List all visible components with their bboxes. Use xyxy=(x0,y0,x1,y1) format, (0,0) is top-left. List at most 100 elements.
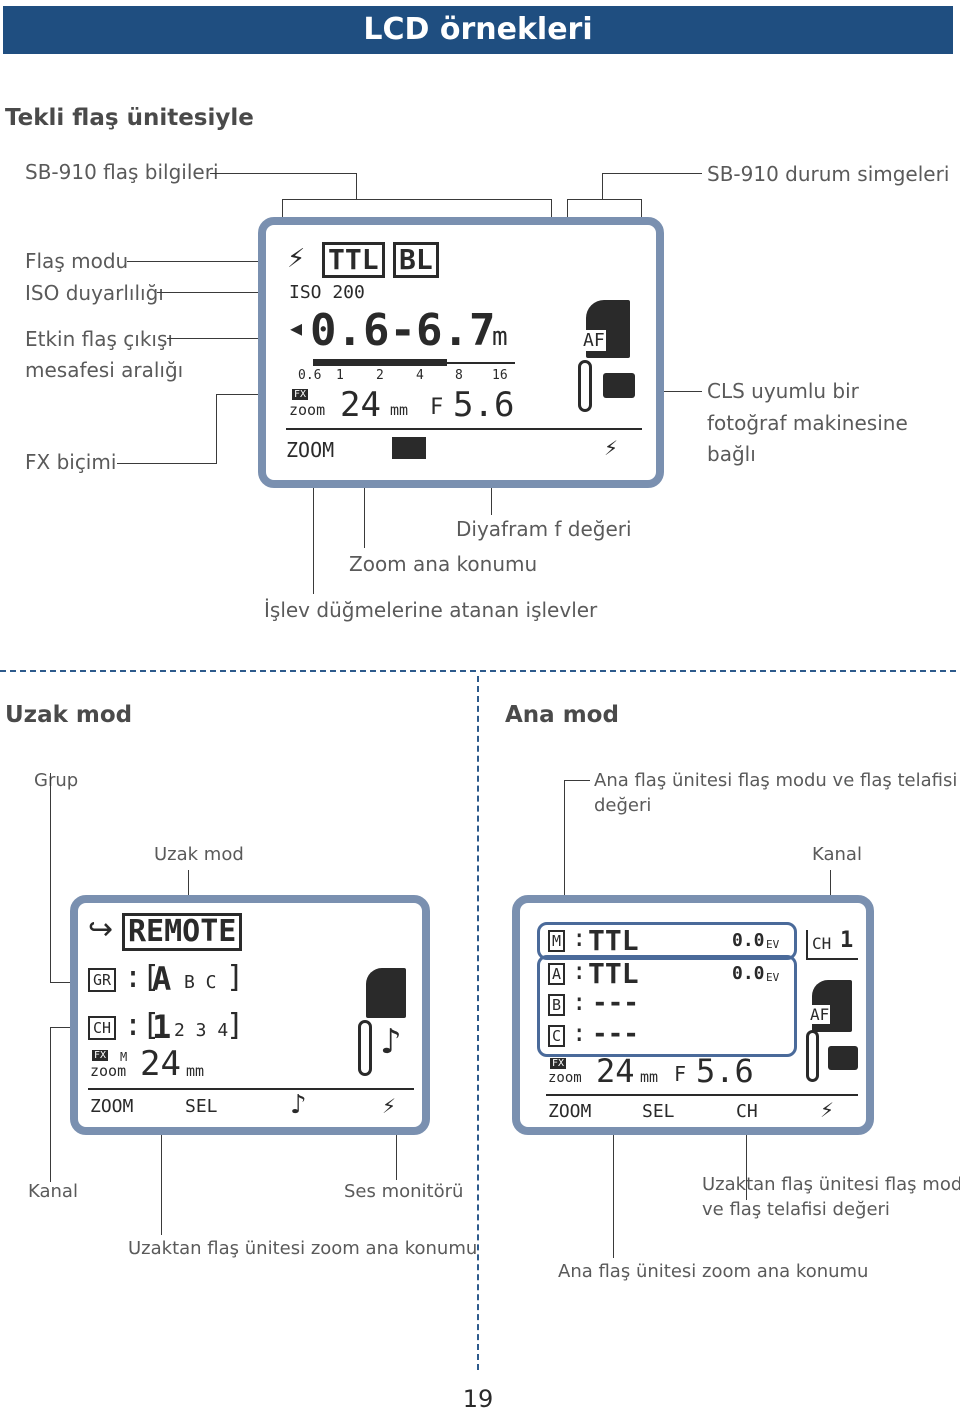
label-fx-format: FX biçimi xyxy=(25,450,117,474)
function-sel: SEL xyxy=(642,1101,675,1122)
function-ch: CH xyxy=(736,1101,758,1122)
section-heading-master: Ana mod xyxy=(505,702,619,728)
channel-box xyxy=(806,930,858,960)
fx-badge: FX xyxy=(292,389,309,400)
column-divider xyxy=(477,676,479,1370)
section-heading-single: Tekli flaş ünitesiyle xyxy=(5,105,254,131)
label-iso: ISO duyarlılığı xyxy=(25,281,164,305)
label-cls-2: fotoğraf makinesine xyxy=(707,411,908,435)
sound-key-icon: ♪ xyxy=(290,1090,307,1120)
row-mode: TTL xyxy=(588,957,639,990)
camera-icon xyxy=(828,1046,858,1070)
f-letter: F xyxy=(430,395,444,420)
flash-ready-icon: ⚡ xyxy=(604,436,619,460)
mode-m: M xyxy=(120,1050,128,1064)
row-unit: EV xyxy=(766,938,780,951)
channel-tag: CH xyxy=(88,1016,117,1040)
remote-arrow-icon: ↪ xyxy=(88,912,114,947)
group-bracket: ] xyxy=(226,960,245,995)
function-zoom: ZOOM xyxy=(548,1101,592,1122)
scale-tick: 8 xyxy=(455,368,463,383)
function-zoom: ZOOM xyxy=(286,438,335,462)
zoom-word: zoom xyxy=(289,401,326,419)
label-sound-monitor: Ses monitörü xyxy=(344,1181,464,1202)
label-flash-info: SB-910 flaş bilgileri xyxy=(25,160,219,184)
label-zoom-head: Zoom ana konumu xyxy=(349,552,538,576)
channel-value: 1 xyxy=(840,928,854,953)
lcd-divider xyxy=(286,428,642,430)
label-channel: Kanal xyxy=(812,844,862,865)
camera-icon xyxy=(603,373,635,398)
fx-badge: FX xyxy=(92,1050,109,1061)
tilt-indicator-icon xyxy=(358,1020,372,1076)
af-label: AF xyxy=(582,330,606,351)
channel-others: 2 3 4 xyxy=(174,1020,229,1041)
label-remote-mode-2: ve flaş telafisi değeri xyxy=(702,1199,890,1220)
flash-mode-icon: ⚡ xyxy=(287,244,306,274)
label-remote-mode: Uzak mod xyxy=(154,844,244,865)
group-others: B C xyxy=(184,972,217,993)
lcd-divider xyxy=(88,1088,414,1090)
header-banner xyxy=(3,6,953,54)
remote-label: REMOTE xyxy=(122,913,243,951)
row-mode: TTL xyxy=(588,924,639,957)
tilt-indicator-icon xyxy=(578,360,592,412)
label-range-1: Etkin flaş çıkışı xyxy=(25,327,173,351)
page-number: 19 xyxy=(462,1385,494,1413)
f-value: 5.6 xyxy=(696,1052,754,1090)
remote-rows-highlight xyxy=(537,955,797,1057)
sound-icon: ♪ xyxy=(380,1022,402,1062)
zoom-word: zoom xyxy=(90,1062,127,1080)
mode-bl: BL xyxy=(393,242,439,278)
label-remote-zoom: Uzaktan flaş ünitesi zoom ana konumu xyxy=(128,1238,478,1259)
row-letter: A xyxy=(548,963,566,985)
iso-value: ISO 200 xyxy=(289,282,365,303)
label-remote-mode-1: Uzaktan flaş ünitesi flaş modu xyxy=(702,1174,960,1195)
row-comp: 0.0 xyxy=(732,930,765,951)
label-cls-1: CLS uyumlu bir xyxy=(707,379,859,403)
row-comp: 0.0 xyxy=(732,963,765,984)
row-colon: : xyxy=(572,924,587,952)
label-master-mode-2: değeri xyxy=(594,795,652,816)
zoom-unit: mm xyxy=(390,401,409,419)
scale-tick: 4 xyxy=(416,368,424,383)
zoom-unit: mm xyxy=(186,1062,205,1080)
scale-tick: 1 xyxy=(336,368,344,383)
zoom-value: 24 xyxy=(140,1044,181,1084)
label-group: Grup xyxy=(34,770,79,791)
channel-tag: CH xyxy=(812,934,832,953)
flash-ready-icon: ⚡ xyxy=(820,1098,835,1122)
scale-tick: 2 xyxy=(376,368,384,383)
group-tag: GR xyxy=(88,968,117,992)
zoom-word: zoom xyxy=(548,1070,582,1086)
tilt-indicator-icon xyxy=(806,1030,819,1082)
channel-selected: 1 xyxy=(152,1008,172,1046)
row-colon: : xyxy=(572,988,587,1016)
scale-tick: 16 xyxy=(492,368,508,383)
channel-bracket: ] xyxy=(226,1008,245,1043)
range-value: 0.6-6.7 xyxy=(310,305,496,356)
function-zoom: ZOOM xyxy=(90,1096,134,1117)
row-colon: : xyxy=(572,957,587,985)
f-letter: F xyxy=(674,1062,687,1086)
row-colon: : xyxy=(572,1019,587,1047)
label-function-buttons: İşlev düğmelerine atanan işlevler xyxy=(264,598,598,622)
label-master-zoom: Ana flaş ünitesi zoom ana konumu xyxy=(558,1261,869,1282)
group-selected: A xyxy=(152,960,172,998)
scale-tick: 0.6 xyxy=(298,368,322,383)
label-master-mode-1: Ana flaş ünitesi flaş modu ve flaş telaf… xyxy=(594,770,958,791)
range-arrow-icon: ◀ xyxy=(290,316,303,340)
function-sel: SEL xyxy=(185,1096,218,1117)
f-value: 5.6 xyxy=(453,385,515,425)
row-letter: B xyxy=(548,994,566,1016)
master-row-highlight xyxy=(537,922,797,960)
group-colon: :[ xyxy=(124,960,161,995)
mode-ttl: TTL xyxy=(322,242,385,278)
zoom-unit: mm xyxy=(640,1068,659,1086)
fx-badge: FX xyxy=(550,1058,567,1069)
row-letter: M xyxy=(548,930,566,952)
lcd-divider xyxy=(546,1094,858,1096)
page-title: LCD örnekleri xyxy=(363,12,593,47)
range-unit: m xyxy=(492,322,508,352)
label-aperture: Diyafram f değeri xyxy=(456,517,632,541)
